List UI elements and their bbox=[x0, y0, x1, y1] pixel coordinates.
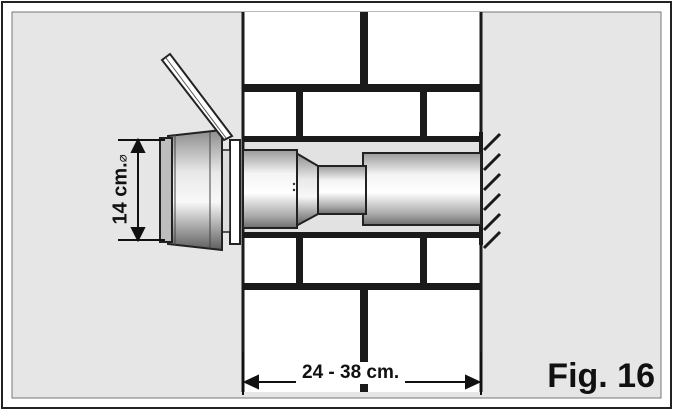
pipe-taper bbox=[295, 151, 319, 228]
pipe-diameter-value: 14 cm. bbox=[109, 162, 132, 225]
diameter-symbol: ⌀ bbox=[114, 154, 130, 163]
diameter-dimension bbox=[118, 137, 165, 243]
pipe-assembly bbox=[159, 52, 482, 252]
inner-pipe bbox=[242, 149, 298, 229]
pipe-diameter-label: 14 cm.⌀ bbox=[110, 154, 133, 224]
flange-inner bbox=[221, 149, 231, 233]
wall-flange bbox=[229, 139, 241, 245]
figure-label: Fig. 16 bbox=[547, 357, 655, 395]
vent-cap bbox=[167, 128, 223, 252]
outer-pipe bbox=[362, 152, 482, 226]
wall-thickness-label: 24 - 38 cm. bbox=[296, 362, 406, 384]
vent-cap-rim bbox=[159, 137, 173, 243]
